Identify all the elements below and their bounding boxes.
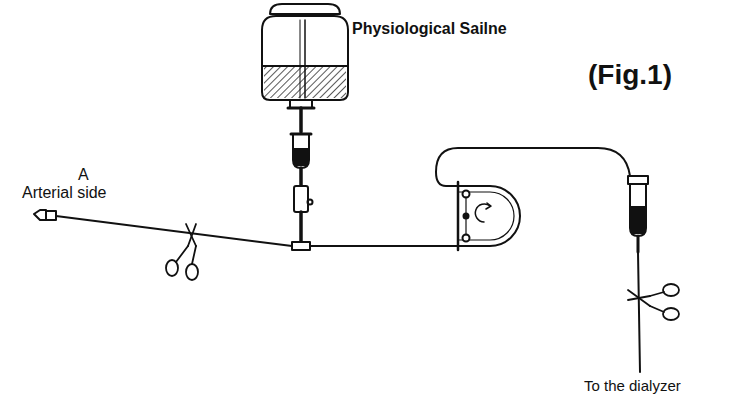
- part-label: Arterial side: [22, 184, 106, 202]
- figure-number: (Fig.1): [588, 60, 672, 91]
- drip-chamber: [291, 134, 311, 168]
- saline-bottle: [262, 4, 348, 108]
- part-label: To the dialyzer: [584, 378, 681, 395]
- callout-letter: A: [78, 166, 89, 184]
- forceps: [166, 224, 198, 280]
- blood-pump: [436, 148, 630, 250]
- roller-clamp: [294, 186, 313, 212]
- arterial-connector: [34, 210, 56, 220]
- part-label: Physiological Sailne: [352, 20, 507, 38]
- forceps: [628, 284, 679, 320]
- venous-chamber: [628, 176, 648, 252]
- t-junction: [292, 242, 458, 250]
